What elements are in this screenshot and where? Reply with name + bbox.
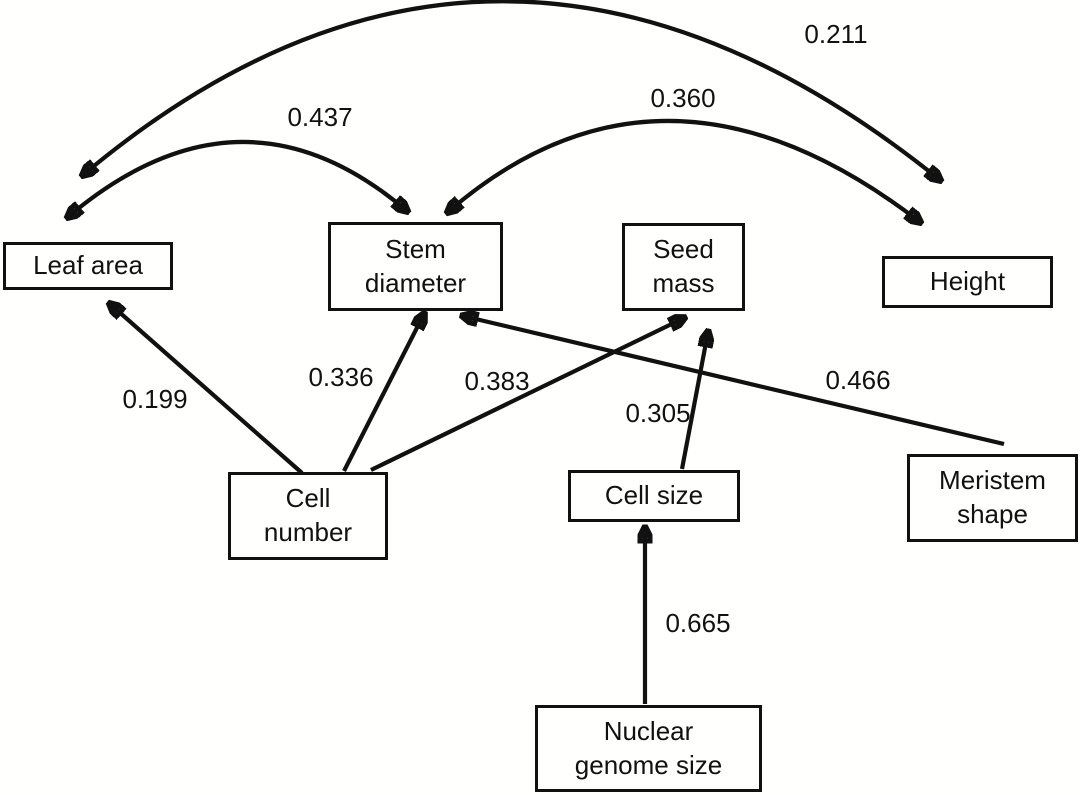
node-nuclear-genome-size: Nuclear genome size — [535, 705, 762, 792]
node-leaf-area: Leaf area — [3, 242, 173, 290]
coefficient-leaf-area-stem-diameter: 0.437 — [287, 102, 353, 132]
arrow-meristem-shape-stem-diameter — [463, 316, 1005, 447]
arc-leaf-area-stem-diameter — [68, 139, 407, 217]
node-meristem-shape: Meristem shape — [907, 454, 1078, 542]
coefficient-cell-number-leaf-area: 0.199 — [122, 384, 188, 414]
node-seed-mass: Seed mass — [622, 223, 745, 311]
arc-stem-diameter-height — [448, 118, 920, 222]
coefficient-cell-number-stem-diameter: 0.336 — [308, 362, 374, 392]
node-cell-size: Cell size — [568, 470, 740, 522]
coefficient-cell-number-seed-mass: 0.383 — [464, 366, 530, 396]
arc-leaf-area-height — [83, 0, 940, 180]
coefficient-nuclear-genome-size-cell-size: 0.665 — [665, 608, 731, 638]
coefficient-cell-size-seed-mass: 0.305 — [625, 398, 691, 428]
arrow-cell-number-stem-diameter — [342, 314, 424, 472]
node-cell-number: Cell number — [228, 472, 388, 560]
arrow-cell-number-seed-mass — [370, 318, 684, 472]
arrow-cell-number-leaf-area — [110, 304, 304, 475]
coefficient-stem-diameter-height: 0.360 — [650, 83, 716, 113]
arrow-cell-size-seed-mass — [679, 332, 708, 470]
node-height: Height — [882, 256, 1053, 308]
coefficient-leaf-area-height: 0.211 — [804, 19, 868, 49]
node-stem-diameter: Stem diameter — [328, 222, 503, 311]
coefficient-meristem-shape-stem-diameter: 0.466 — [825, 365, 891, 395]
